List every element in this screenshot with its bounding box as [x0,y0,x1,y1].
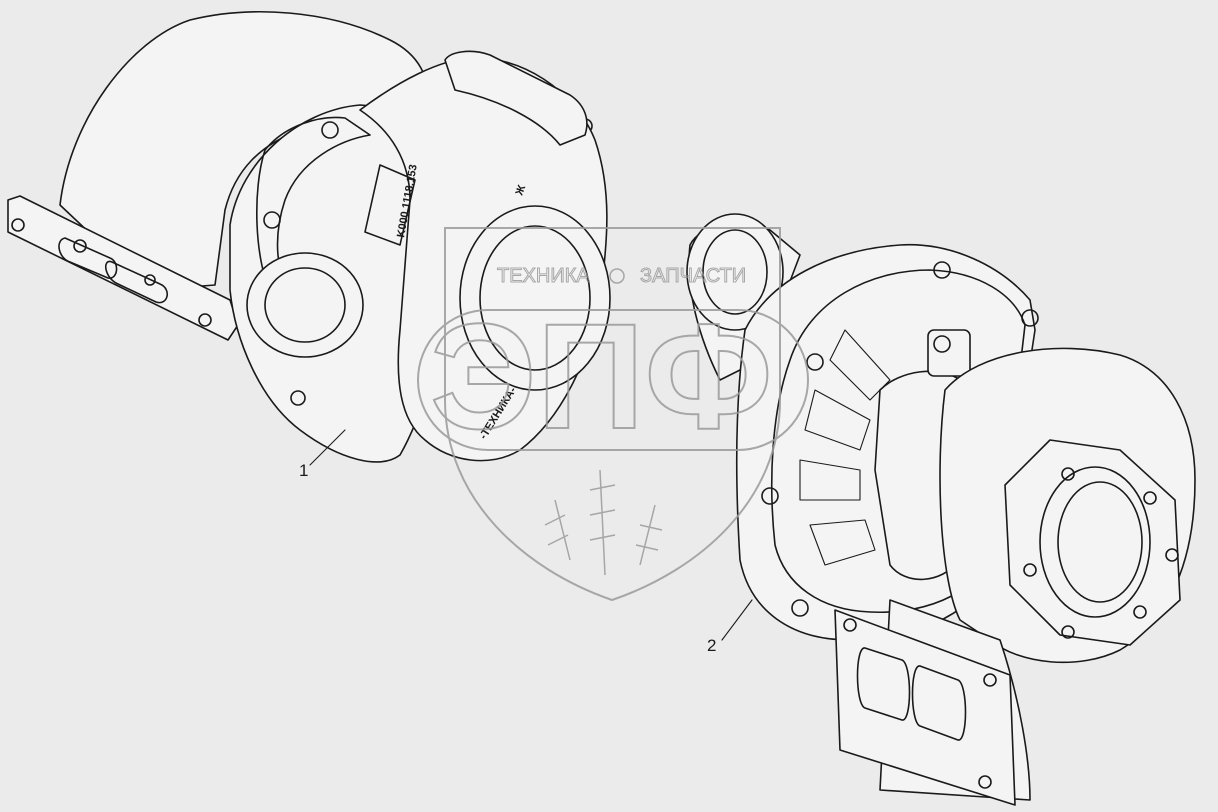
part-2-oil-fitting-nut [933,335,951,353]
part-2-outlet-bore-inner [1057,481,1143,603]
part-2-flange-bolt-hole [978,775,992,789]
part-2-flange-bolt-hole [1143,491,1157,505]
part-2-flange-bolt-hole [1133,605,1147,619]
callout-label-1: 1 [299,461,309,480]
part-2-flange-bolt-hole [1165,548,1179,562]
part-2-bolt [791,599,809,617]
callout-1-leader [309,429,346,466]
part-2-inlet-flange [834,609,1016,806]
part-1-compressor-inlet-ring [459,205,611,391]
part-1-flange-port-a [58,237,118,279]
part-1-flange-bolt-hole [198,313,212,327]
watermark-shield-icon [444,227,781,602]
part-1-oil-port-bore [264,267,346,343]
part-2-flange-bolt-hole [1061,625,1075,639]
part-2-flange-port-b [911,665,967,741]
part-1-compressor-outlet [444,50,588,146]
watermark-logo-letters: ЭПФ [430,292,773,460]
part-1-flange-bolt-hole [73,239,87,253]
part-2-flange-bolt-hole [1061,467,1075,481]
part-1-compressor-inlet-bore [479,225,591,371]
callout-label-2: 2 [707,636,717,655]
part-1-bolt [263,211,281,229]
part-1-flange-bolt-hole [144,274,156,286]
part-2-outlet-bore [702,229,768,315]
watermark-wheat-icon [544,469,663,576]
part-2-vane [799,459,861,501]
watermark-badge [417,309,809,451]
part-1-flange-bolt-hole [11,218,25,232]
part-2-vane [829,329,891,401]
part-2-bolt [761,487,779,505]
part-2-vane [809,519,876,566]
part-2-bolt [1021,309,1039,327]
part-2-flange-bolt-hole [983,673,997,687]
part-2-bolt [806,353,824,371]
part-1-flange-port-b [105,260,168,304]
part-2-flange-bolt-hole [1023,563,1037,577]
watermark-text-right: ЗАПЧАСТИ [640,265,746,287]
part-1-bolt [290,390,306,406]
part-2-flange-port-a [856,647,911,721]
watermark-text-left: ТЕХНИКА [497,265,590,287]
part-1-inlet-duct [59,11,427,291]
turbocharger-part-2 [686,213,1196,806]
watermark-logo: ТЕХНИКА ЗАПЧАСТИ ЭПФ [417,227,809,602]
part-1-clamp-band [256,116,371,291]
part-1-casting-mark: Ж [513,184,528,198]
watermark-gear-icon [609,268,625,284]
part-1-nameplate [364,164,416,246]
part-2-flange-bolt-hole [843,618,857,632]
part-2-vane [804,389,871,451]
part-2-outlet-bore [1039,466,1151,618]
part-2-oil-fitting [927,329,971,377]
part-2-bolt [933,261,951,279]
part-1-bolt [321,121,339,139]
callout-2-leader [721,599,753,641]
